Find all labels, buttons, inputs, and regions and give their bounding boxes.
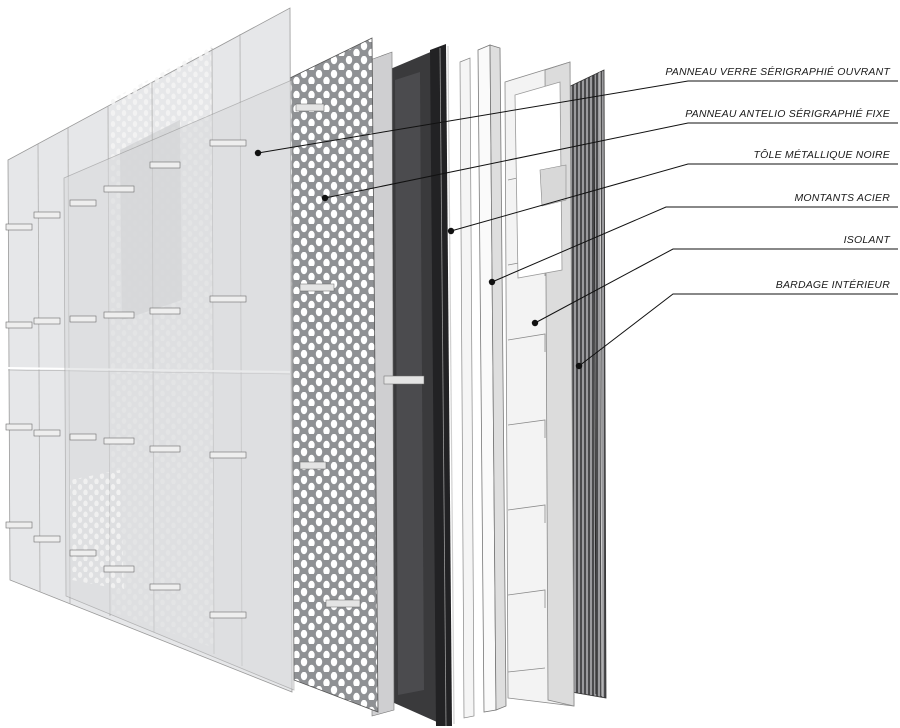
antelio-panel-layer <box>289 37 425 713</box>
leader-black-sheet <box>450 163 898 232</box>
label-insulation: ISOLANT <box>843 234 890 246</box>
leader-lines <box>257 80 898 367</box>
leader-glass-panel <box>257 80 898 154</box>
label-interior-cladding: BARDAGE INTÉRIEUR <box>775 279 890 291</box>
leader-dots <box>254 149 583 370</box>
leader-antelio-panel <box>324 122 898 199</box>
label-black-sheet: TÔLE MÉTALLIQUE NOIRE <box>753 149 890 161</box>
insulation-layer <box>504 61 575 707</box>
label-glass-panel: PANNEAU VERRE SÉRIGRAPHIÉ OUVRANT <box>665 66 890 78</box>
leader-interior-cladding <box>578 293 898 367</box>
steel-mullions-layer <box>459 44 507 719</box>
black-sheet-layer <box>369 44 455 727</box>
glass-panel-layer <box>5 7 295 693</box>
leader-steel-mullions <box>491 206 898 283</box>
label-steel-mullions: MONTANTS ACIER <box>794 192 890 204</box>
label-antelio-panel: PANNEAU ANTELIO SÉRIGRAPHIÉ FIXE <box>685 108 890 120</box>
leader-insulation <box>534 248 898 324</box>
